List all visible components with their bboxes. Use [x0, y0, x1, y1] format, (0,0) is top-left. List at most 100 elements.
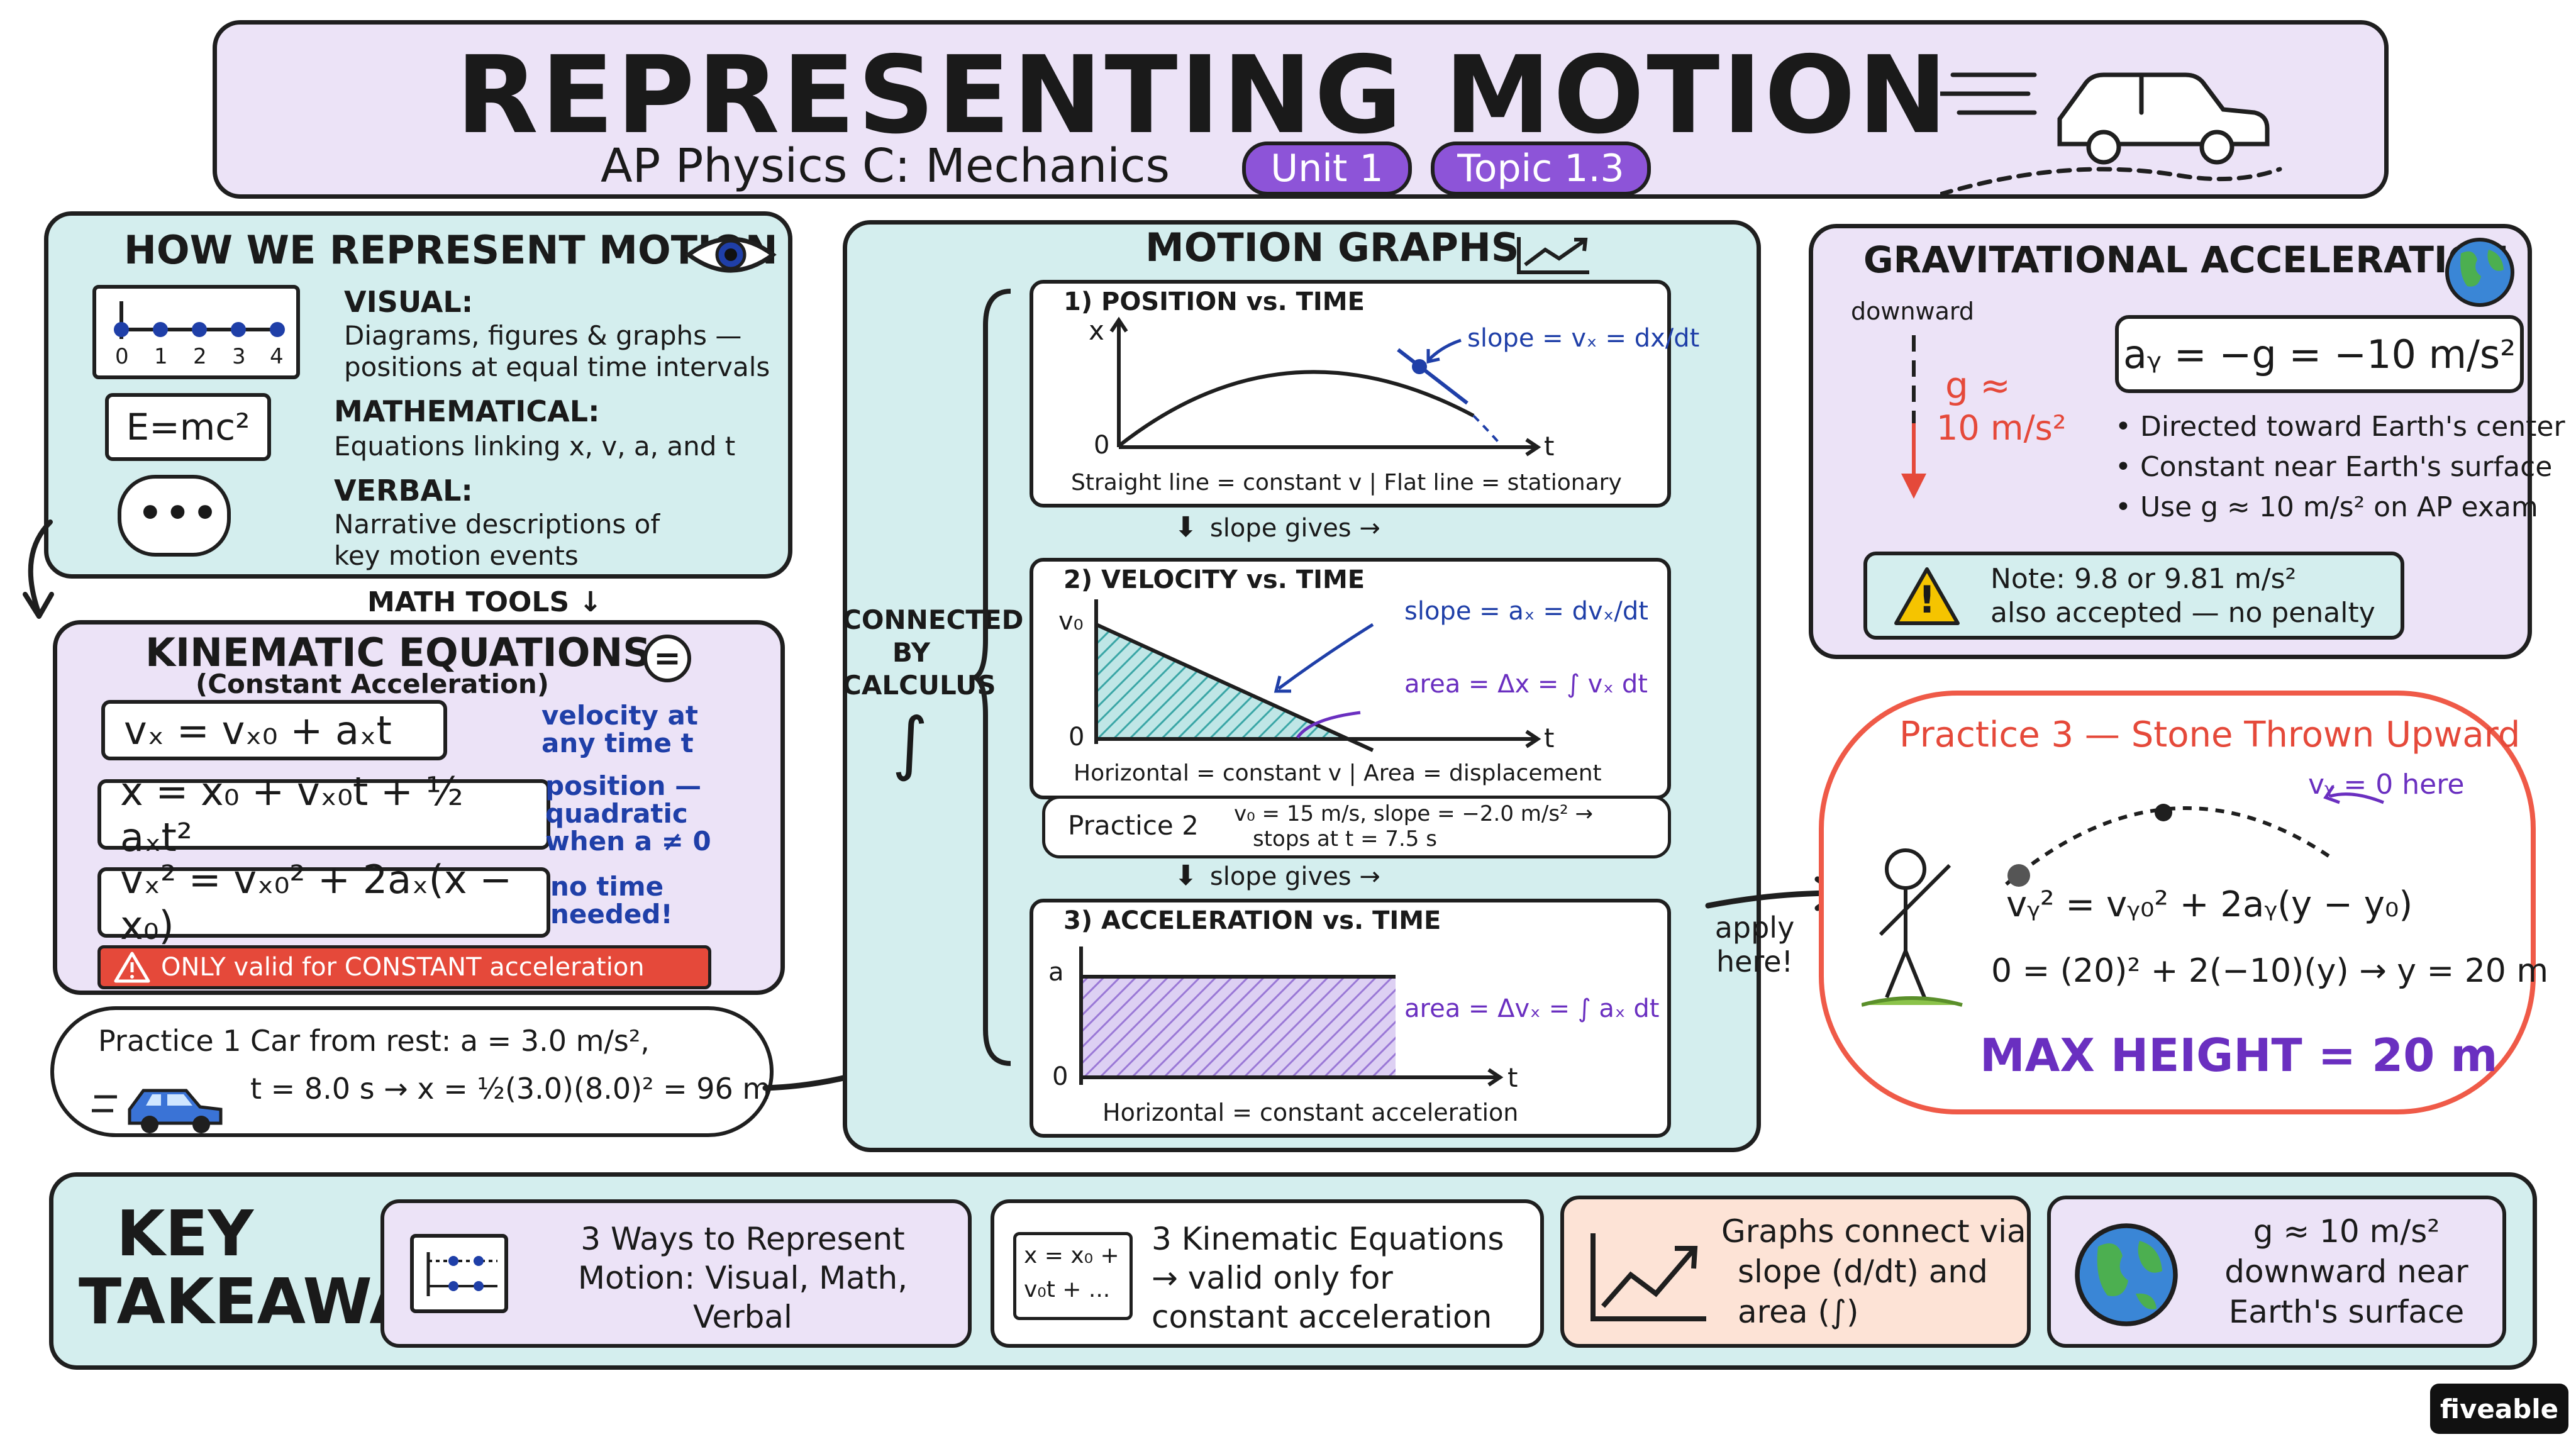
eq2-note-1: position —	[545, 770, 702, 801]
math-heading: MATHEMATICAL:	[334, 394, 600, 428]
gravity-equation-box: aᵧ = −g = −10 m/s²	[2115, 315, 2524, 393]
g-label-2: 10 m/s²	[1936, 408, 2067, 448]
g3-origin: 0	[1052, 1062, 1069, 1091]
g3-x-label: t	[1507, 1062, 1518, 1093]
max-height-result: MAX HEIGHT = 20 m	[1980, 1029, 2498, 1082]
practice2-line1: v₀ = 15 m/s, slope = −2.0 m/s² →	[1234, 801, 1593, 826]
g3-title: 3) ACCELERATION vs. TIME	[1063, 906, 1441, 935]
topic-pill: Topic 1.3	[1431, 142, 1651, 196]
g2-origin: 0	[1069, 723, 1085, 752]
verbal-heading: VERBAL:	[334, 474, 473, 508]
g2-plot	[1094, 599, 1541, 752]
practice3-title: Practice 3 — Stone Thrown Upward	[1899, 714, 2521, 755]
practice3-eq1: vᵧ² = vᵧ₀² + 2aᵧ(y − y₀)	[2006, 884, 2413, 925]
takeaway-3-line-2: slope (d/dt) and	[1738, 1253, 1988, 1290]
slope-gives-arrow-2[interactable]: ⬇ slope gives →	[1174, 860, 1380, 892]
dot-motion-icon	[410, 1234, 508, 1313]
g3-area-label: area = Δvₓ = ∫ aₓ dt	[1404, 994, 1660, 1023]
connected-label-1: CONNECTED	[842, 604, 1024, 635]
apply-label-2: here!	[1716, 945, 1794, 979]
equation-icon: x = x₀ + v₀t + ...	[1013, 1232, 1133, 1320]
equation-2: x = x₀ + vₓ₀t + ½ aₓt²	[97, 769, 550, 860]
practice1-line1: Car from rest: a = 3.0 m/s²,	[250, 1024, 650, 1058]
eq2-note-3: when a ≠ 0	[545, 826, 711, 857]
g2-slope-label: slope = aₓ = dvₓ/dt	[1404, 597, 1648, 626]
equation-icon-line-1: x = x₀ +	[1024, 1243, 1119, 1269]
gravity-note-box: ! Note: 9.8 or 9.81 m/s² also accepted —…	[1863, 552, 2404, 640]
dot-diagram: 0 1 2 3 4	[92, 285, 300, 379]
dot-tick-4: 4	[270, 344, 284, 369]
connected-label-3: CALCULUS	[842, 670, 996, 701]
g3-caption: Horizontal = constant acceleration	[1102, 1099, 1519, 1126]
takeaway-2-line-3: constant acceleration	[1152, 1299, 1492, 1335]
takeaways-title-1: KEY	[116, 1197, 254, 1270]
brand-logo: fiveable	[2430, 1384, 2568, 1434]
takeaway-4-line-2: downward near	[2224, 1253, 2468, 1290]
g1-slope-label: slope = vₓ = dx/dt	[1467, 324, 1700, 353]
speech-bubble-icon: •••	[118, 475, 231, 557]
kinematic-title: KINEMATIC EQUATIONS	[145, 630, 651, 675]
motion-graphs-panel: MOTION GRAPHS CONNECTED BY CALCULUS ∫ 1)…	[842, 220, 1761, 1152]
takeaway-2-line-1: 3 Kinematic Equations	[1152, 1221, 1504, 1257]
rising-graph-icon	[1591, 1233, 1706, 1321]
stick-figure-icon	[1862, 848, 1963, 1007]
gravity-panel: GRAVITATIONAL ACCELERATION downward g ≈ …	[1809, 224, 2565, 659]
g1-title: 1) POSITION vs. TIME	[1063, 287, 1365, 316]
kinematic-subtitle: (Constant Acceleration)	[196, 669, 549, 699]
practice1-label: Practice 1	[98, 1024, 242, 1058]
slope-gives-text-2: slope gives →	[1209, 862, 1380, 891]
g-label-1: g ≈	[1945, 364, 2011, 407]
gravity-bullet-1: • Directed toward Earth's center	[2115, 411, 2565, 443]
eq3-note-1: no time	[550, 871, 664, 902]
g2-y-label: v₀	[1058, 607, 1084, 636]
g1-y-label: x	[1089, 315, 1104, 346]
takeaway-card-graphs: Graphs connect via slope (d/dt) and area…	[1560, 1196, 2031, 1348]
verbal-text-1: Narrative descriptions of	[334, 509, 660, 540]
eq3-note-2: needed!	[550, 899, 673, 930]
g1-origin: 0	[1094, 431, 1110, 460]
calculus-brace	[973, 289, 1011, 1066]
connected-label-2: BY	[892, 637, 931, 668]
slope-gives-arrow-1[interactable]: ⬇slope gives →	[1174, 511, 1380, 543]
takeaway-2-line-2: → valid only for	[1152, 1260, 1393, 1296]
g3-plot	[1079, 947, 1504, 1087]
acceleration-time-graph: 3) ACCELERATION vs. TIME a t 0 area = Δv…	[1030, 899, 1671, 1138]
dot-diagram-drawing	[114, 301, 285, 339]
visual-heading: VISUAL:	[344, 285, 474, 319]
unit-pill: Unit 1	[1242, 142, 1412, 196]
blue-car-icon	[92, 1089, 223, 1133]
takeaway-1-line-1: 3 Ways to Represent	[580, 1221, 905, 1257]
g1-x-label: t	[1544, 431, 1555, 462]
takeaway-3-line-3: area (∫)	[1738, 1294, 1859, 1330]
g2-caption: Horizontal = constant v | Area = displac…	[1074, 760, 1602, 786]
takeaway-1-line-3: Verbal	[693, 1299, 792, 1335]
kinematic-panel: KINEMATIC EQUATIONS = (Constant Accelera…	[53, 620, 785, 995]
car-icon	[1940, 72, 2282, 197]
velocity-time-graph: 2) VELOCITY vs. TIME v₀ t 0 slope = aₓ =…	[1030, 558, 1671, 799]
dot-tick-1: 1	[154, 344, 168, 369]
down-arrow-icon-2: ⬇	[1174, 860, 1197, 892]
key-takeaways-panel: KEY TAKEAWAYS 3 Ways to Represent Motion…	[49, 1172, 2537, 1370]
gravity-bullet-2: • Constant near Earth's surface	[2115, 451, 2553, 483]
gravity-note-1: Note: 9.8 or 9.81 m/s²	[1990, 563, 2297, 595]
math-tools-label: MATH TOOLS ↓	[367, 586, 602, 618]
page-subtitle: AP Physics C: Mechanics	[601, 139, 1170, 193]
speech-bubble-dots: •••	[138, 490, 220, 536]
warning-text: ONLY valid for CONSTANT acceleration	[161, 953, 645, 982]
emc2-box: E=mc²	[105, 393, 271, 461]
flow-arrow-left	[23, 519, 54, 619]
earth-globe-icon	[2075, 1223, 2178, 1326]
math-text: Equations linking x, v, a, and t	[334, 431, 736, 462]
gravity-bullet-3-text: Use g ≈ 10 m/s² on AP exam	[2140, 491, 2538, 523]
takeaway-1-line-2: Motion: Visual, Math,	[577, 1260, 908, 1296]
gravity-bullet-1-text: Directed toward Earth's center	[2140, 411, 2565, 443]
g1-caption: Straight line = constant v | Flat line =…	[1071, 470, 1622, 496]
header-banner: REPRESENTING MOTION AP Physics C: Mechan…	[213, 20, 2389, 199]
equation-1: vₓ = vₓ₀ + aₓt	[101, 700, 447, 760]
position-time-graph: 1) POSITION vs. TIME x t 0 slope = vₓ = …	[1030, 280, 1699, 508]
constant-acceleration-warning: ONLY valid for CONSTANT acceleration	[97, 945, 711, 989]
practice2-label: Practice 2	[1068, 810, 1199, 841]
visual-text-1: Diagrams, figures & graphs —	[344, 320, 742, 351]
takeaway-4-line-3: Earth's surface	[2228, 1294, 2465, 1330]
brand-logo-text: fiveable	[2440, 1393, 2559, 1424]
